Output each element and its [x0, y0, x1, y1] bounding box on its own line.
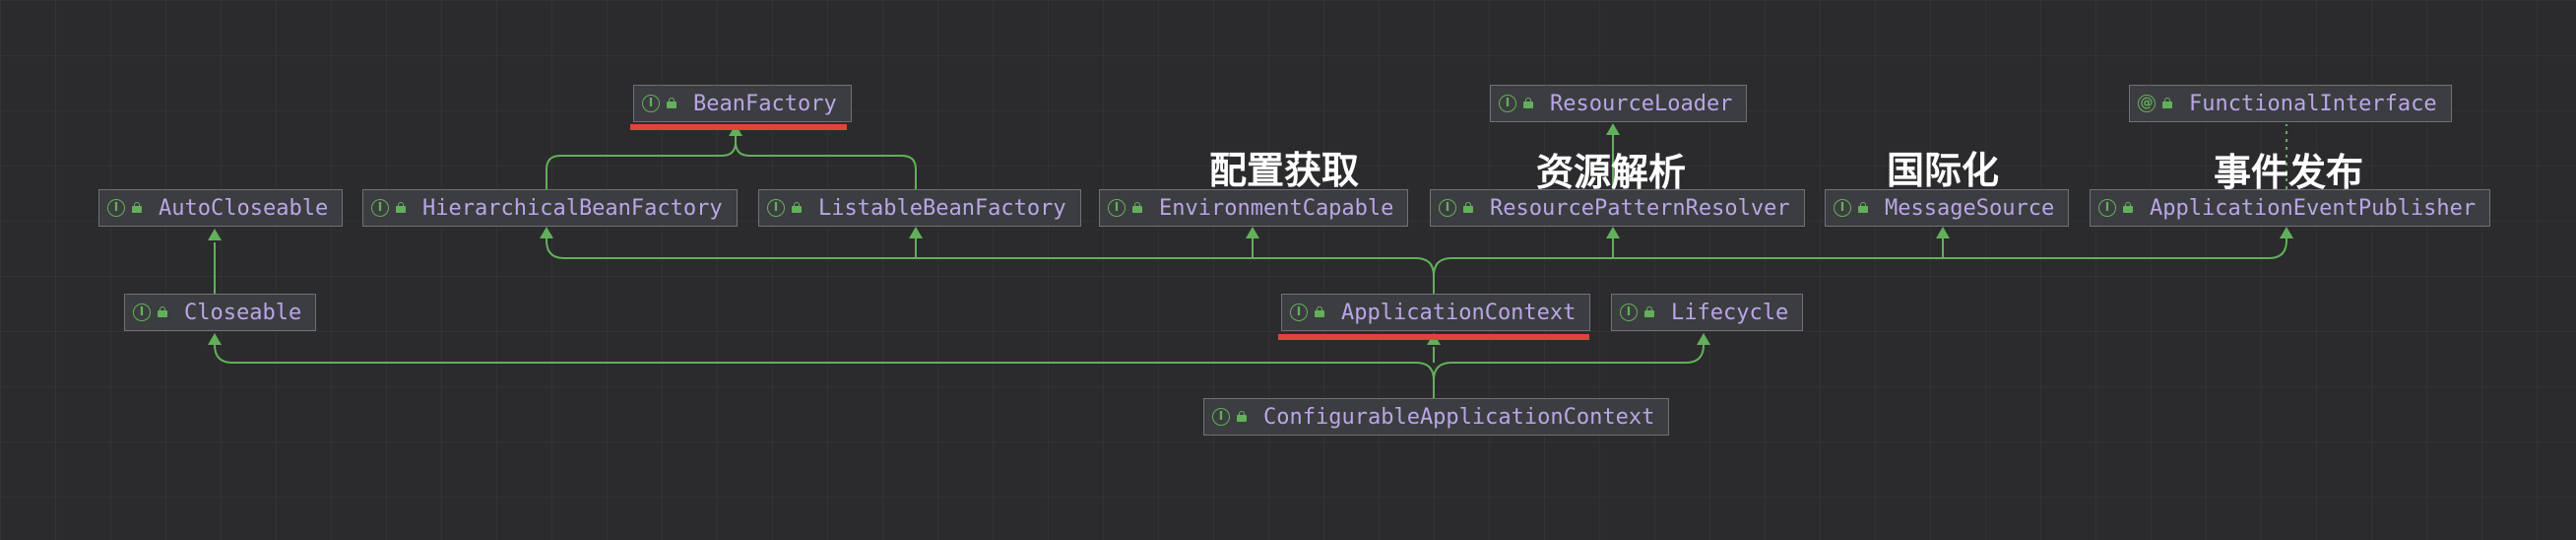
node-label: BeanFactory — [693, 91, 837, 116]
node-message-source[interactable]: I MessageSource — [1825, 189, 2070, 227]
node-label: EnvironmentCapable — [1159, 195, 1394, 221]
node-label: ResourcePatternResolver — [1490, 195, 1790, 221]
interface-icon: I — [1439, 199, 1456, 217]
arrowhead-ec — [1246, 227, 1259, 238]
interface-icon: I — [107, 199, 125, 217]
edge-cac-to-lifecycle — [1433, 344, 1705, 381]
annotation-i18n: 国际化 — [1887, 149, 2000, 192]
edge-ac-to-hbf — [546, 229, 1435, 277]
edge-lbf-to-bf — [735, 141, 917, 189]
lock-icon — [1236, 410, 1250, 424]
lock-icon — [2161, 97, 2175, 110]
node-label: AutoCloseable — [159, 195, 329, 221]
lock-icon — [1522, 97, 1536, 110]
node-configurable-application-context[interactable]: I ConfigurableApplicationContext — [1203, 398, 1670, 436]
node-label: Closeable — [184, 300, 302, 325]
lock-icon — [1314, 305, 1327, 319]
lock-icon — [666, 97, 679, 110]
arrowhead-autocloseable — [208, 229, 222, 240]
node-resource-loader[interactable]: I ResourceLoader — [1490, 85, 1748, 122]
node-label: ListableBeanFactory — [818, 195, 1066, 221]
lock-icon — [1857, 201, 1871, 215]
node-label: FunctionalInterface — [2189, 91, 2437, 116]
interface-icon: I — [1499, 95, 1516, 112]
lock-icon — [1643, 305, 1657, 319]
annotation-icon: @ — [2138, 95, 2156, 112]
interface-icon: I — [371, 199, 389, 217]
node-listable-bean-factory[interactable]: I ListableBeanFactory — [758, 189, 1081, 227]
node-hierarchical-bean-factory[interactable]: I HierarchicalBeanFactory — [362, 189, 738, 227]
node-functional-interface[interactable]: @ FunctionalInterface — [2129, 85, 2452, 122]
interface-icon: I — [2098, 199, 2116, 217]
interface-icon: I — [1108, 199, 1126, 217]
node-bean-factory[interactable]: I BeanFactory — [633, 85, 852, 122]
lock-icon — [157, 305, 170, 319]
node-application-event-publisher[interactable]: I ApplicationEventPublisher — [2090, 189, 2491, 227]
interface-icon: I — [1834, 199, 1851, 217]
edge-hbf-to-bf — [546, 126, 737, 189]
interface-icon: I — [642, 95, 660, 112]
lock-icon — [791, 201, 805, 215]
lock-icon — [395, 201, 409, 215]
node-label: ApplicationContext — [1341, 300, 1577, 325]
lock-icon — [1131, 201, 1145, 215]
interface-icon: I — [1212, 408, 1230, 426]
lock-icon — [2122, 201, 2136, 215]
annotation-config-retrieval: 配置获取 — [1209, 149, 1360, 192]
arrowhead-hbf — [540, 227, 553, 238]
arrowhead-rpr — [1606, 227, 1620, 238]
lock-icon — [1462, 201, 1476, 215]
node-closeable[interactable]: I Closeable — [124, 294, 317, 331]
arrowhead-lifecycle — [1697, 333, 1710, 345]
node-label: Lifecycle — [1671, 300, 1789, 325]
node-lifecycle[interactable]: I Lifecycle — [1611, 294, 1804, 331]
node-auto-closeable[interactable]: I AutoCloseable — [98, 189, 344, 227]
node-resource-pattern-resolver[interactable]: I ResourcePatternResolver — [1430, 189, 1805, 227]
lock-icon — [131, 201, 145, 215]
edge-cac-to-closeable — [214, 344, 1435, 398]
node-label: HierarchicalBeanFactory — [422, 195, 723, 221]
node-application-context[interactable]: I ApplicationContext — [1281, 294, 1591, 331]
arrowhead-closeable — [208, 333, 222, 345]
interface-icon: I — [1290, 304, 1308, 321]
edge-ac-to-aep — [1433, 229, 2287, 294]
arrowhead-ms — [1936, 227, 1950, 238]
arrowhead-lbf — [909, 227, 923, 238]
arrowhead-aep — [2280, 227, 2293, 238]
node-label: ApplicationEventPublisher — [2150, 195, 2477, 221]
node-label: MessageSource — [1885, 195, 2055, 221]
annotation-resource-parsing: 资源解析 — [1536, 151, 1687, 194]
interface-icon: I — [1620, 304, 1638, 321]
annotation-event-publishing: 事件发布 — [2214, 151, 2364, 194]
node-environment-capable[interactable]: I EnvironmentCapable — [1099, 189, 1409, 227]
arrowhead-rl — [1606, 123, 1620, 135]
node-label: ResourceLoader — [1550, 91, 1733, 116]
interface-icon: I — [767, 199, 785, 217]
node-label: ConfigurableApplicationContext — [1263, 404, 1655, 430]
interface-icon: I — [133, 304, 151, 321]
